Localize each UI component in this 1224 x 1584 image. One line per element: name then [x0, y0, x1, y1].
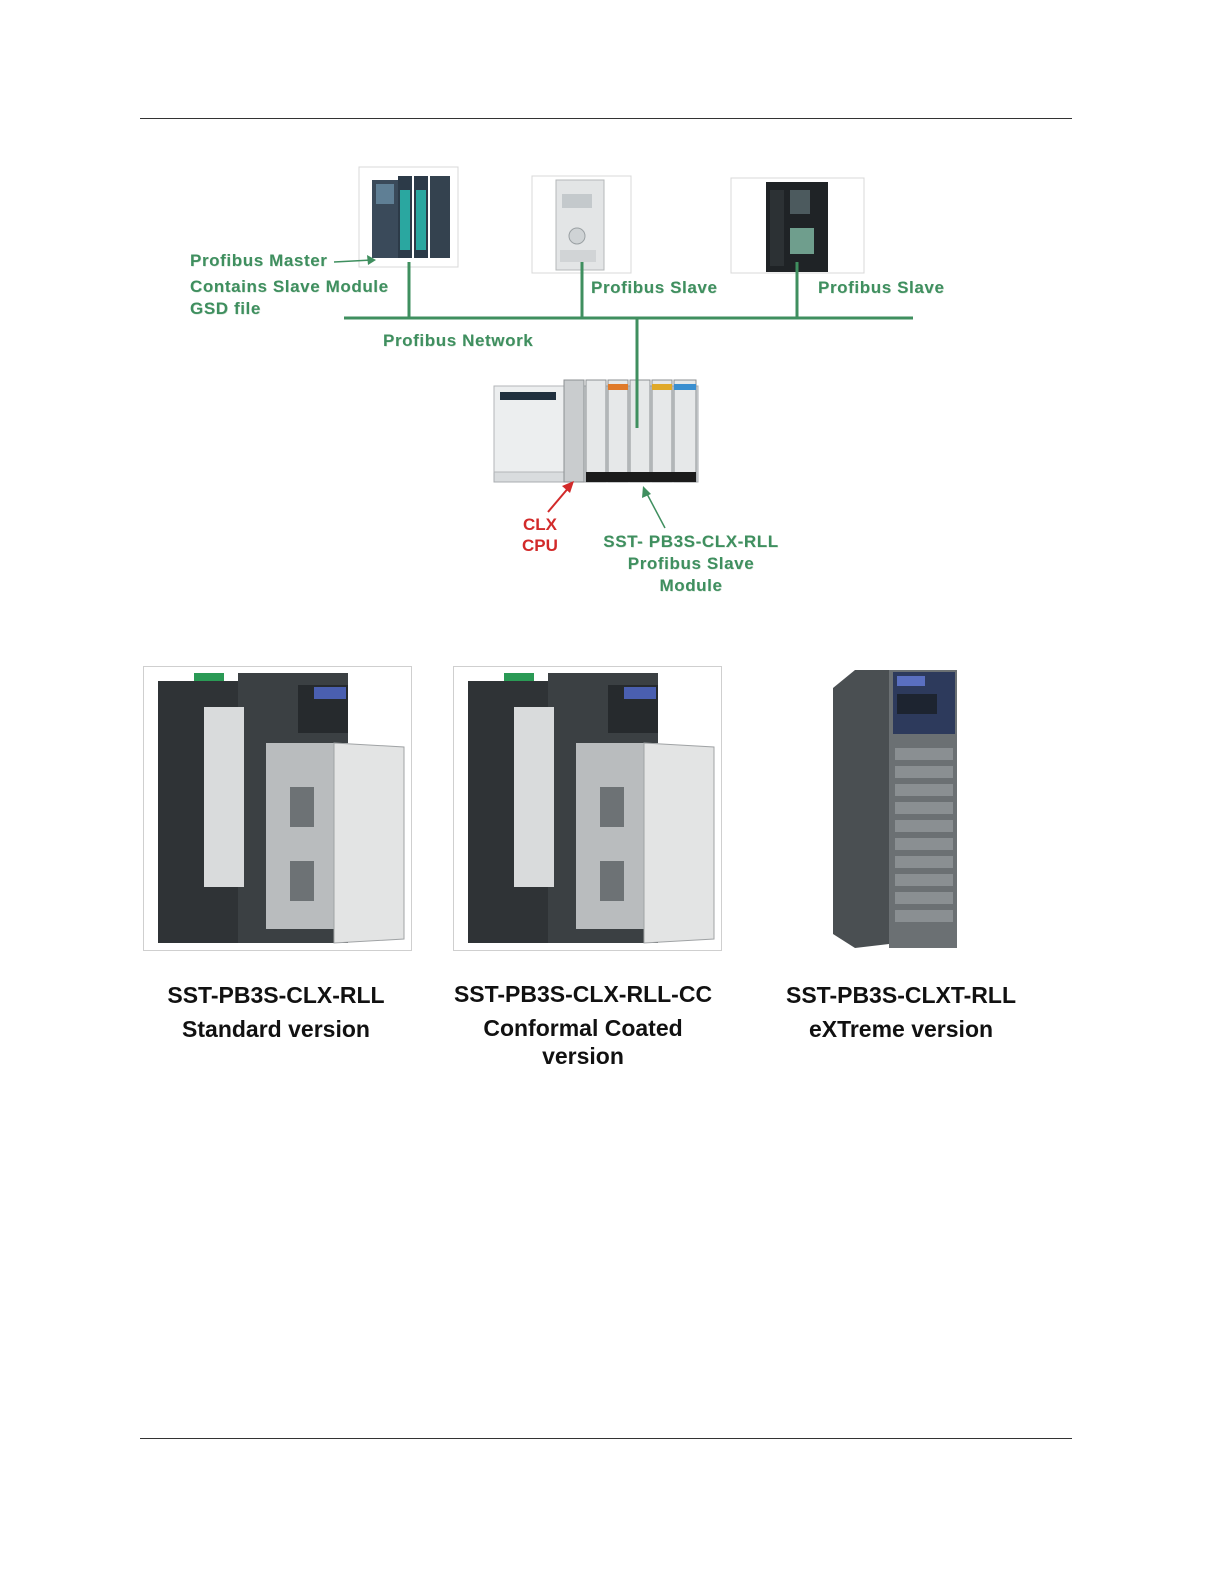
module-label-line2: Profibus Slave	[591, 554, 791, 574]
caption-standard-model: SST-PB3S-CLX-RLL	[126, 981, 426, 1009]
profibus-slave-drive-1-image	[532, 176, 631, 273]
product-photo-standard	[143, 666, 412, 951]
module-label-line3: Module	[591, 576, 791, 596]
master-note-line1: Contains Slave Module	[190, 277, 389, 297]
conformal-coated-module-image	[454, 667, 721, 950]
standard-module-image	[144, 667, 411, 950]
extreme-module-image	[825, 664, 965, 950]
caption-standard-desc: Standard version	[126, 1015, 426, 1043]
caption-conformal-coated: SST-PB3S-CLX-RLL-CC Conformal Coated ver…	[433, 980, 733, 1070]
profibus-slave-label-1: Profibus Slave	[591, 278, 718, 298]
caption-cc-desc: Conformal Coated	[433, 1014, 733, 1042]
slave-module-label: SST- PB3S-CLX-RLL Profibus Slave Module	[591, 532, 791, 596]
caption-cc-desc2: version	[433, 1042, 733, 1070]
caption-extreme: SST-PB3S-CLXT-RLL eXTreme version	[751, 981, 1051, 1043]
caption-cc-model: SST-PB3S-CLX-RLL-CC	[433, 980, 733, 1008]
profibus-master-image	[359, 167, 458, 267]
controllogix-rack-image	[494, 380, 698, 482]
caption-standard: SST-PB3S-CLX-RLL Standard version	[126, 981, 426, 1043]
caption-extreme-model: SST-PB3S-CLXT-RLL	[751, 981, 1051, 1009]
clx-cpu-arrow	[548, 481, 574, 512]
slave-module-arrow	[642, 486, 665, 528]
clx-label-line1: CLX	[522, 514, 558, 535]
clx-label-line2: CPU	[522, 535, 558, 556]
clx-cpu-label: CLX CPU	[522, 514, 558, 556]
product-photo-extreme	[825, 664, 965, 950]
profibus-slave-drive-2-image	[731, 178, 864, 273]
caption-extreme-desc: eXTreme version	[751, 1015, 1051, 1043]
master-note-line2: GSD file	[190, 299, 261, 319]
profibus-master-label: Profibus Master	[190, 251, 327, 271]
product-photo-conformal-coated	[453, 666, 722, 951]
profibus-network-label: Profibus Network	[383, 331, 533, 351]
profibus-slave-label-2: Profibus Slave	[818, 278, 945, 298]
module-label-line1: SST- PB3S-CLX-RLL	[591, 532, 791, 552]
